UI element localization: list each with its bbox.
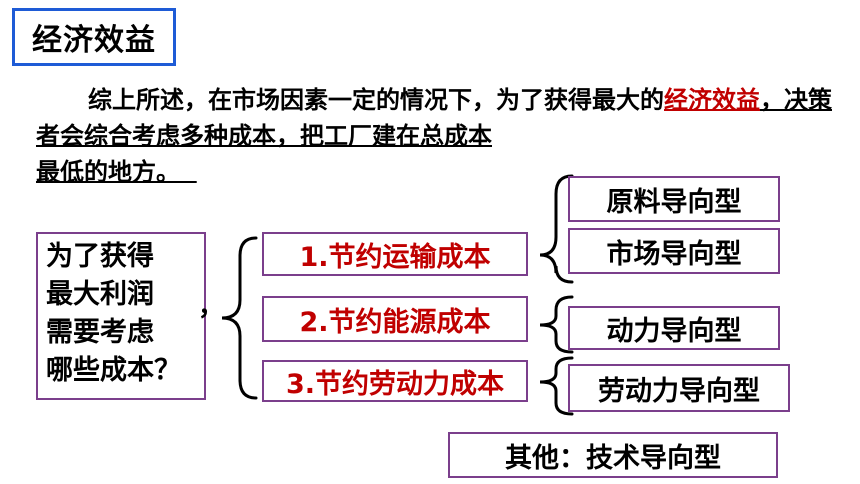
type-box-raw-material: 原料导向型: [568, 176, 780, 222]
type-box-labor: 劳动力导向型: [568, 364, 790, 412]
question-box: 为了获得 最大利润 需要考虑 哪些成本？: [36, 232, 206, 400]
brace-transport: [539, 174, 574, 284]
cost-box-labor: 3.节约劳动力成本: [262, 360, 528, 402]
paragraph-part3: 最低的地方。: [36, 158, 180, 186]
summary-paragraph: 综上所述，在市场因素一定的情况下，为了获得最大的经济效益，决策者会综合考虑多种成…: [36, 82, 836, 190]
type-box-market: 市场导向型: [568, 228, 780, 274]
brace-energy: [539, 295, 574, 354]
paragraph-part2: ，决策者会综合考虑多种成本，把工厂建在总成本: [36, 86, 832, 150]
brace-labor: [539, 356, 574, 416]
question-comma: ，: [198, 292, 225, 322]
type-box-other: 其他：技术导向型: [448, 432, 778, 478]
brace-main: [221, 236, 258, 400]
paragraph-part1: 综上所述，在市场因素一定的情况下，为了获得最大的: [88, 86, 664, 114]
type-box-power: 动力导向型: [568, 306, 780, 350]
cost-box-energy: 2.节约能源成本: [262, 296, 528, 342]
cost-box-transport: 1.节约运输成本: [262, 232, 528, 276]
paragraph-highlight: 经济效益: [664, 86, 760, 114]
section-title: 经济效益: [12, 8, 176, 66]
